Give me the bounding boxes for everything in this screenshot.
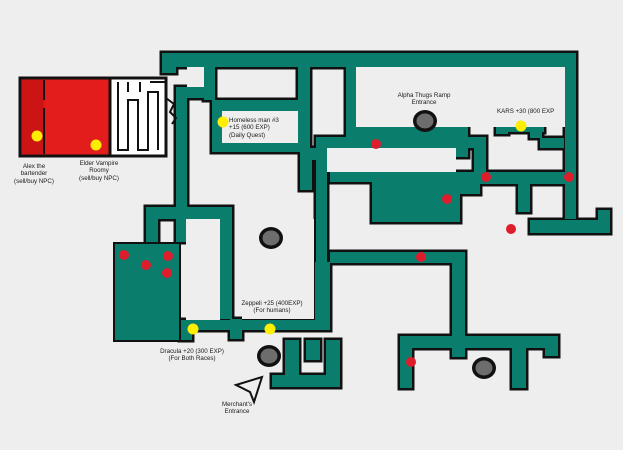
corridor-segment	[180, 320, 315, 330]
npc-marker-icon[interactable]	[264, 323, 276, 335]
npc-marker-icon[interactable]	[187, 323, 199, 335]
floor-area	[327, 148, 456, 172]
corridor-segment	[512, 344, 526, 388]
corridor-segment	[180, 330, 192, 340]
enemy-marker-icon[interactable]	[416, 252, 426, 262]
corridor-segment	[540, 138, 564, 148]
corridor-segment	[545, 336, 558, 356]
corridor-segment	[316, 137, 327, 272]
corridor-segment	[518, 182, 530, 212]
corridor-segment	[326, 340, 340, 380]
corridor-segment	[466, 172, 572, 184]
npc-marker-icon[interactable]	[217, 116, 229, 128]
enemy-marker-icon[interactable]	[371, 139, 381, 149]
corridor-segment	[400, 344, 412, 388]
npc-marker-icon[interactable]	[90, 139, 102, 151]
floor-area	[356, 67, 565, 127]
corridor-segment	[330, 252, 465, 263]
corridor-segment	[212, 100, 310, 111]
corridor-segment	[452, 252, 465, 357]
corridor-segment	[230, 319, 242, 339]
enemy-marker-icon[interactable]	[163, 251, 173, 261]
corridor-segment	[346, 67, 356, 139]
corridor-segment	[315, 262, 330, 330]
corridor-segment	[474, 137, 486, 177]
floor-area	[187, 67, 204, 87]
arrow-pointer-icon	[233, 375, 264, 405]
corridor-segment	[316, 137, 486, 148]
corridor-segment	[162, 53, 176, 73]
corridor-segment	[212, 100, 222, 152]
enemy-marker-icon[interactable]	[162, 268, 172, 278]
corridor-segment	[176, 87, 187, 242]
enemy-marker-icon[interactable]	[506, 224, 516, 234]
corridor-segment	[372, 182, 480, 194]
npc-label-kars: KARS +30 (800 EXP	[497, 108, 555, 115]
corridor-segment	[162, 53, 576, 67]
corridor-segment	[306, 340, 320, 360]
corridor-segment	[298, 67, 310, 107]
enemy-marker-icon[interactable]	[406, 357, 416, 367]
corridor-segment	[220, 207, 232, 319]
corridor-segment	[400, 336, 558, 348]
corridor-segment	[176, 87, 208, 98]
floor-area	[222, 111, 298, 143]
enemy-marker-icon[interactable]	[564, 172, 574, 182]
npc-marker-icon[interactable]	[31, 130, 43, 142]
corridor-segment	[330, 172, 470, 182]
tavern-left-room	[22, 80, 44, 154]
floor-area	[186, 219, 220, 320]
enemy-marker-icon[interactable]	[442, 194, 452, 204]
enemy-marker-icon[interactable]	[141, 260, 151, 270]
corridor-segment	[598, 210, 610, 233]
corridor-segment	[285, 340, 299, 380]
corridor-segment	[272, 375, 340, 387]
corridor-segment	[146, 207, 232, 219]
npc-marker-icon[interactable]	[515, 120, 527, 132]
enemy-marker-icon[interactable]	[481, 172, 491, 182]
corridor-segment	[565, 67, 576, 219]
corridor-segment	[300, 160, 312, 190]
corridor-segment	[204, 67, 215, 100]
corridor-segment	[530, 220, 610, 233]
npc-label-homeless-man: Homeless man #3+15 (600 EXP)(Daily Quest…	[229, 117, 279, 139]
npc-label-dracula: Dracula +20 (300 EXP)(For Both Races)	[160, 348, 224, 363]
npc-label-zeppeli: Zeppeli +25 (400EXP)(For humans)	[241, 300, 303, 315]
enemy-marker-icon[interactable]	[119, 250, 129, 260]
